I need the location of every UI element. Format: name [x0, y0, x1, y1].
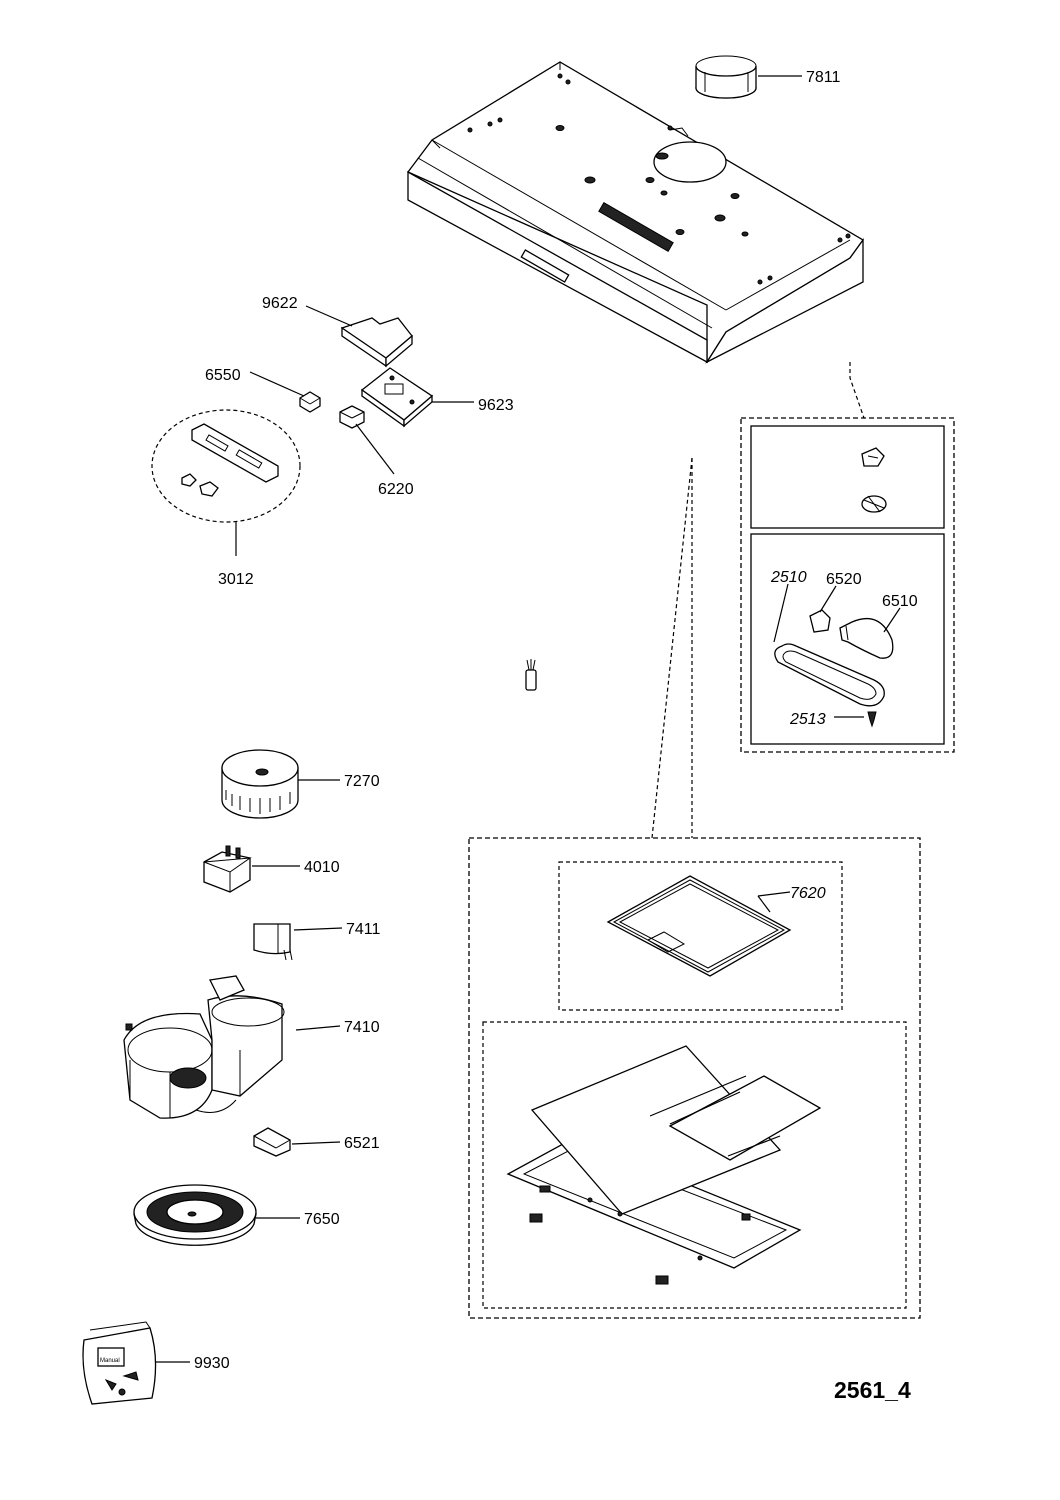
part-label-7411: 7411 [346, 921, 381, 938]
part-label-7620: 7620 [790, 885, 826, 902]
part-label-6550: 6550 [205, 367, 241, 384]
part-label-6521: 6521 [344, 1135, 380, 1152]
part-7650: 7650 [133, 1184, 340, 1246]
part-label-7650: 7650 [304, 1211, 340, 1228]
part-9930: Manual 9930 [82, 1321, 230, 1405]
diagram-code: 2561_4 [834, 1377, 911, 1403]
part-7410: 7410 [123, 975, 380, 1119]
part-label-2510: 2510 [770, 569, 807, 586]
part-6521: 6521 [253, 1127, 380, 1157]
part-9622: 9622 [262, 295, 413, 368]
part-9623: 9623 [360, 367, 514, 428]
part-label-6220: 6220 [378, 481, 414, 498]
wire-nut [525, 659, 537, 691]
part-4010: 4010 [203, 845, 340, 893]
lamp-detail-box: 2510 6520 6510 2513 [740, 362, 955, 753]
part-label-9622: 9622 [262, 295, 298, 312]
part-7811: 7811 [695, 55, 841, 99]
part-6550: 6550 [205, 367, 321, 413]
part-label-4010: 4010 [304, 859, 340, 876]
part-7270: 7270 [221, 749, 380, 819]
part-label-2513: 2513 [789, 711, 826, 728]
part-label-3012: 3012 [218, 571, 254, 588]
part-label-6510: 6510 [882, 593, 918, 610]
part-6220: 6220 [339, 405, 414, 498]
part-label-9623: 9623 [478, 397, 514, 414]
bag-manual-text: Manual [100, 1358, 120, 1364]
hood-body [407, 61, 864, 364]
part-label-6520: 6520 [826, 571, 862, 588]
part-label-7811: 7811 [806, 69, 841, 86]
part-7411: 7411 [253, 921, 381, 961]
part-label-9930: 9930 [194, 1355, 230, 1372]
filter-detail-box: 7620 [468, 457, 921, 1319]
part-label-7410: 7410 [344, 1019, 380, 1036]
part-label-7270: 7270 [344, 773, 380, 790]
part-3012: 3012 [151, 409, 301, 588]
